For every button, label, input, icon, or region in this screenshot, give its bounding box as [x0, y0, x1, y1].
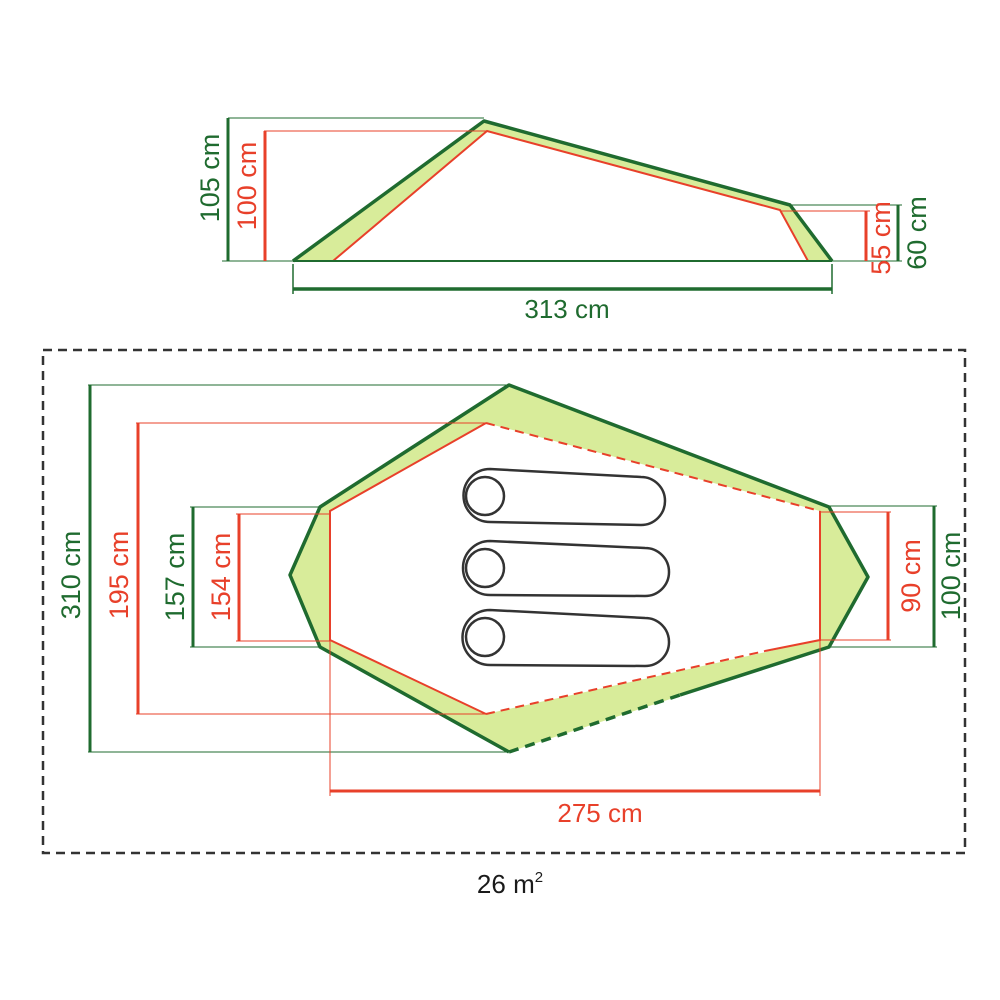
- right-inner-width-label: 90 cm: [896, 539, 926, 613]
- floor-plan: 310 cm 195 cm 157 cm 154 cm 90 cm 100 cm…: [41, 348, 967, 855]
- sleeping-bag-3-head: [464, 616, 506, 658]
- sleeping-bag-2-head: [464, 547, 506, 589]
- area-value: 26 m: [477, 869, 535, 899]
- inner-height-label: 100 cm: [232, 142, 262, 231]
- footprint-area-label: 26 m2: [477, 869, 543, 899]
- sleeping-bags: [461, 467, 671, 668]
- side-fly-fill: [293, 121, 832, 261]
- side-inner-outline: [332, 129, 809, 262]
- rear-inner-height-label: 55 cm: [866, 201, 896, 275]
- right-outer-width-label: 100 cm: [936, 532, 966, 621]
- sleeping-bag-1-head: [464, 475, 506, 517]
- left-outer-width-label: 157 cm: [160, 533, 190, 622]
- outer-length-label: 310 cm: [56, 531, 86, 620]
- floor-inner-outline: [329, 422, 487, 715]
- rear-outer-height-label: 60 cm: [902, 196, 932, 270]
- floor-length-label: 275 cm: [557, 798, 642, 828]
- side-outer-outline: [291, 119, 834, 263]
- side-view: 105 cm 100 cm 313 cm 55 cm 60 cm: [195, 117, 932, 324]
- floor-inner-door-top-dashed: [485, 422, 821, 512]
- outer-height-label: 105 cm: [195, 134, 225, 223]
- footprint-area-box: [41, 348, 967, 855]
- left-inner-width-label: 154 cm: [206, 533, 236, 622]
- sleeping-bag-1: [462, 467, 667, 527]
- length-label: 313 cm: [524, 294, 609, 324]
- floor-outer-door-dashed: [508, 693, 681, 754]
- sleeping-bag-3: [461, 608, 671, 668]
- sleeping-bag-2: [461, 539, 671, 598]
- floor-inner-door-bottom-dashed: [485, 650, 766, 715]
- inner-length-label: 195 cm: [104, 531, 134, 620]
- area-exponent: 2: [535, 869, 543, 886]
